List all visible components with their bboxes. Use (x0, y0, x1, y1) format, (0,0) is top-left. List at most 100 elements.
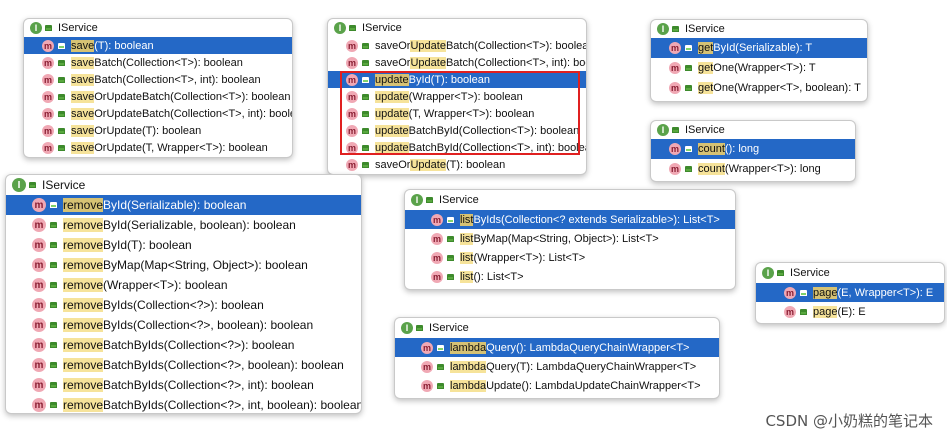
class-icon: I (411, 194, 423, 206)
popup-header: I IService (651, 121, 855, 139)
method-signature: ByIds(Collection<?>, boolean): boolean (103, 318, 314, 332)
method-icon: m (32, 198, 46, 212)
lock-icon (685, 45, 692, 51)
lock-icon (58, 59, 65, 66)
method-icon: m (32, 378, 46, 392)
match-highlight: count (698, 143, 725, 155)
lock-icon (362, 127, 369, 134)
match-highlight: lambda (450, 341, 487, 354)
match-highlight: remove (63, 378, 104, 392)
lock-icon (362, 59, 369, 66)
lock-icon (437, 344, 444, 351)
method-signature: Batch(Collection<T>, int): boolean (94, 73, 261, 86)
method-icon: m (669, 82, 681, 94)
class-icon: I (657, 23, 669, 35)
match-highlight: list (460, 251, 474, 264)
lock-icon (50, 282, 57, 288)
popup-header: I IService (756, 263, 944, 283)
method-signature: Batch(Collection<T>): boolean (94, 56, 243, 69)
method-icon: m (431, 270, 443, 283)
lock-icon (437, 382, 444, 389)
method-icon: m (669, 42, 681, 54)
popup-title: IService (685, 124, 725, 136)
match-highlight: get (698, 62, 714, 74)
lock-icon (362, 110, 369, 117)
lock-icon (58, 127, 65, 134)
method-icon: m (42, 124, 54, 137)
method-signature: (): List<T> (473, 270, 524, 283)
class-icon: I (762, 267, 774, 279)
popup-header: I IService (328, 19, 586, 37)
match-highlight: save (71, 107, 95, 120)
method-icon: m (346, 124, 358, 137)
lock-icon (777, 270, 784, 276)
lock-icon (50, 262, 57, 268)
method-icon: m (42, 56, 54, 69)
lock-icon (362, 93, 369, 100)
lock-icon (58, 144, 65, 151)
method-signature: OrUpdate(T, Wrapper<T>): boolean (94, 141, 268, 154)
popup-header: I IService (405, 190, 735, 210)
method-signature: OrUpdate(T): boolean (94, 124, 202, 137)
lock-icon (50, 302, 57, 308)
method-icon: m (431, 251, 443, 264)
method-icon: m (346, 73, 358, 86)
lock-icon (800, 289, 807, 296)
lock-icon (29, 182, 36, 188)
match-highlight: save (71, 39, 95, 52)
method-prefix: saveOr (375, 158, 411, 171)
lock-icon (362, 161, 369, 168)
lock-icon (50, 202, 57, 208)
match-highlight: list (460, 232, 474, 245)
match-highlight: remove (63, 358, 104, 372)
method-icon: m (346, 39, 358, 52)
popup-title: IService (790, 267, 830, 279)
popup-title: IService (42, 178, 86, 192)
method-icon: m (32, 338, 46, 352)
method-prefix: saveOr (375, 56, 411, 69)
